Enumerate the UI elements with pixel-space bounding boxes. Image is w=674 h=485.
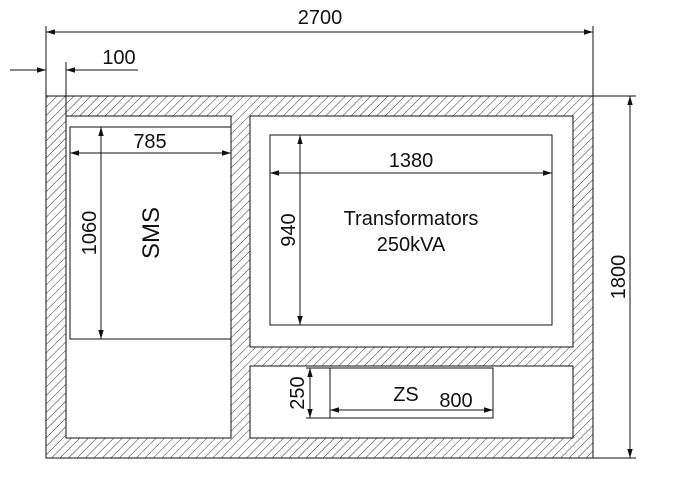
dim-total-height: 1800 [608,255,630,300]
dim-zs-width: 800 [439,390,472,412]
dim-sms-height: 1060 [79,211,101,256]
sms-label: SMS [138,207,165,259]
zs-label: ZS [393,384,419,406]
dim-wall-thickness: 100 [102,47,135,69]
transformer-label-line2: 250kVA [377,234,446,256]
wall-hatch [45,95,594,459]
dim-zs-height: 250 [287,376,309,409]
transformer-label-line1: Transformators [344,208,479,230]
transformer-outline [269,134,553,326]
dim-sms-width: 785 [133,131,166,153]
dim-total-width: 2700 [298,7,343,29]
sms-cabinet-outline [69,126,232,340]
zs-outline [329,367,494,419]
dim-transformer-height: 940 [278,213,300,246]
dim-transformer-width: 1380 [389,150,434,172]
